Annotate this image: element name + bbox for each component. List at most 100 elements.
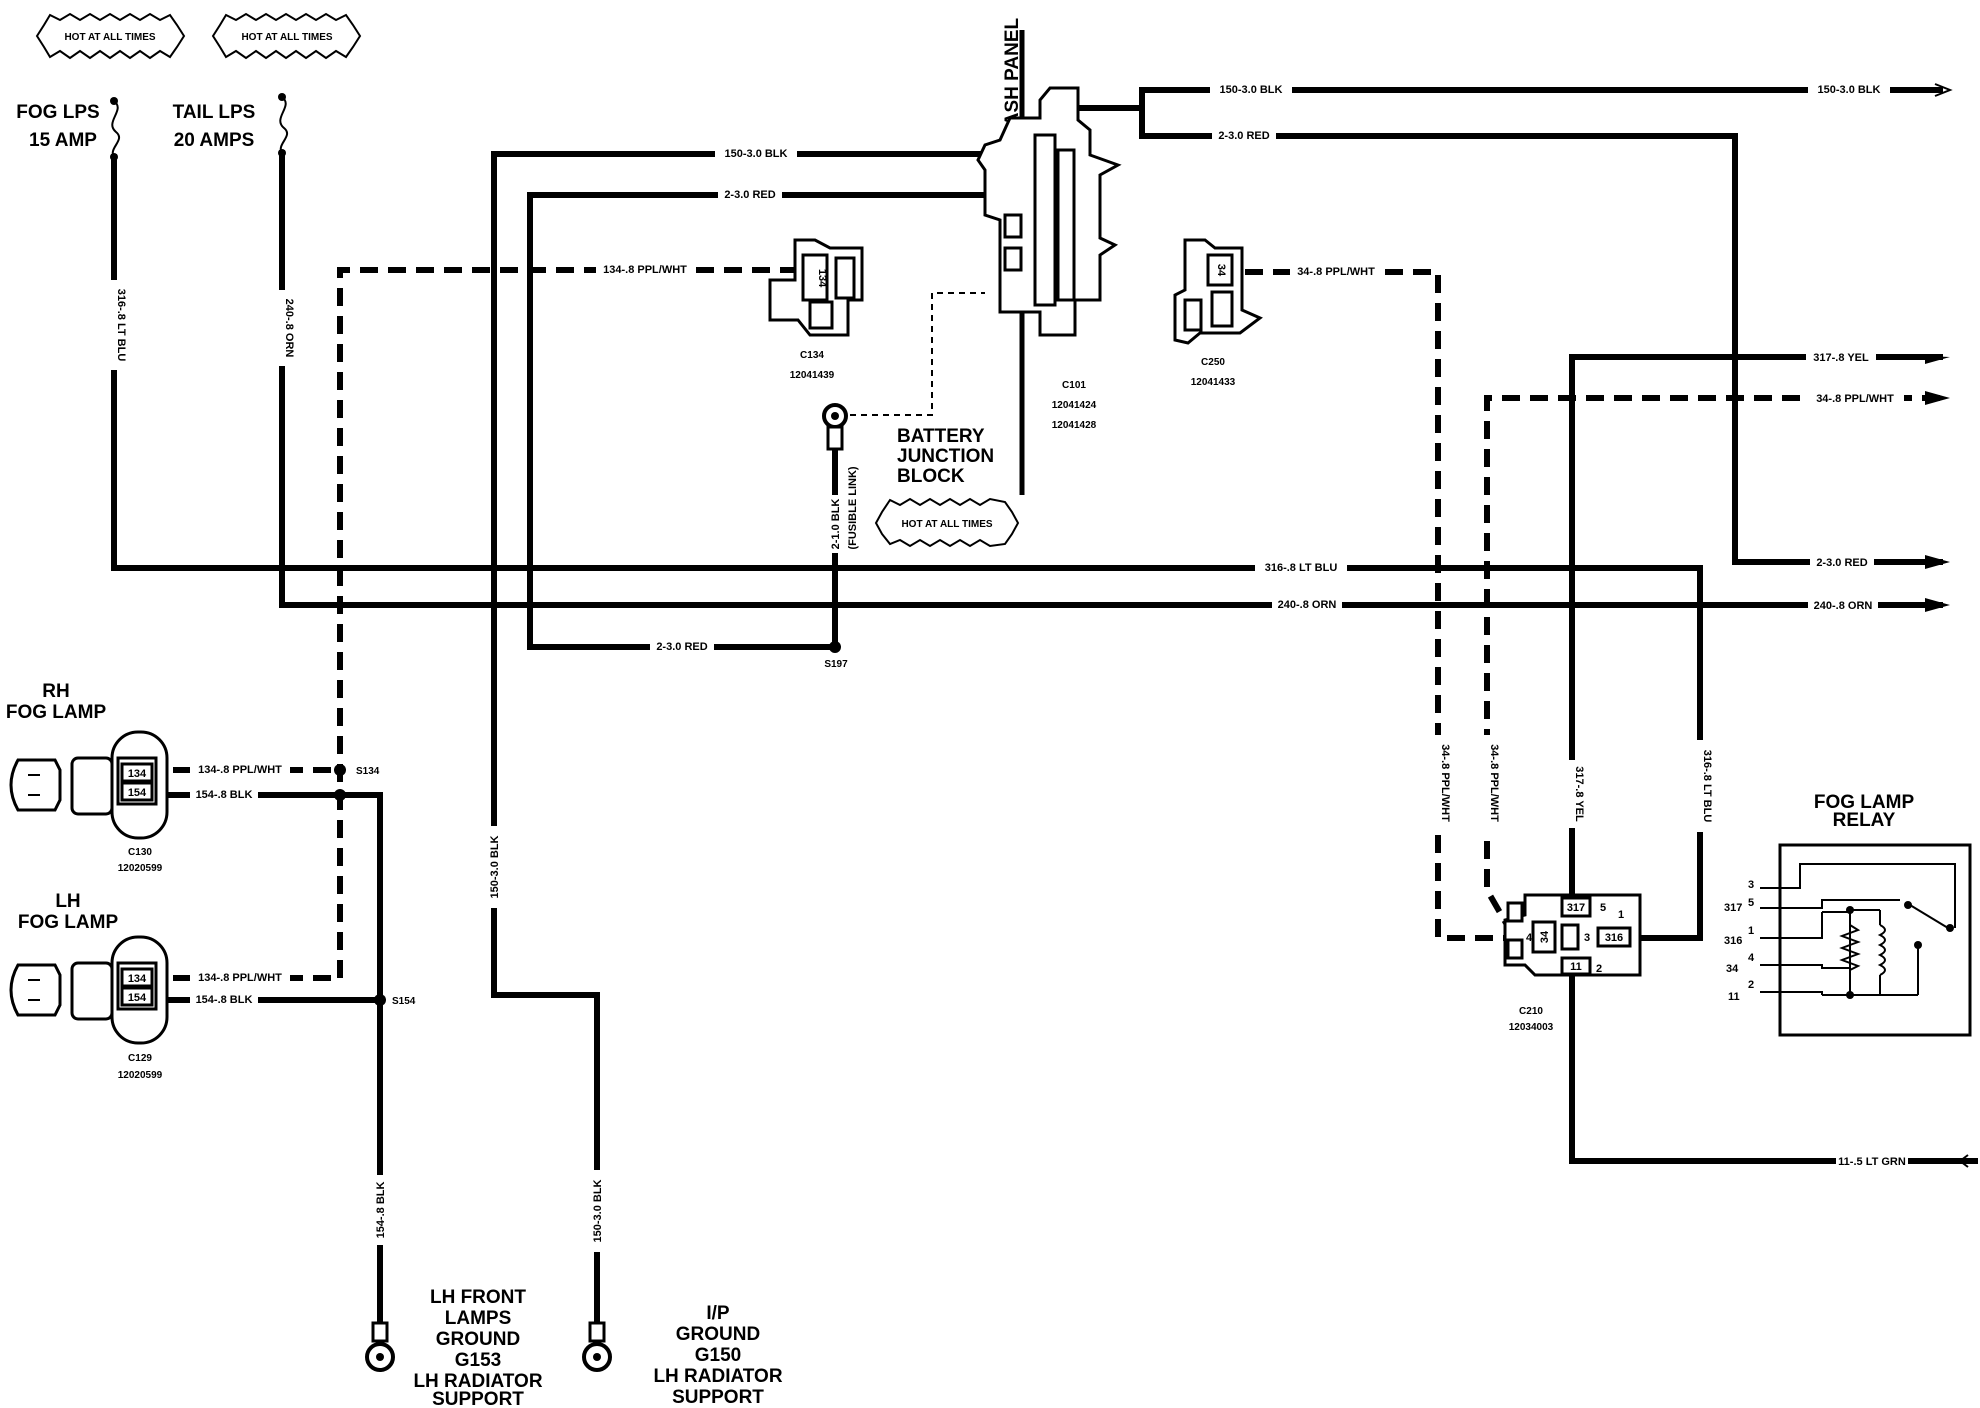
label-316-horiz: 316-.8 LT BLU	[1265, 562, 1338, 574]
s197-label: S197	[824, 659, 848, 670]
battery-ring-terminal	[822, 403, 848, 451]
wire-150-blk-left	[491, 151, 988, 1343]
splice-s134: S134	[334, 764, 380, 801]
fog-lamp-relay: FOG LAMP RELAY	[1724, 792, 1972, 1037]
fog-fuse: FOG LPS 15 AMP	[16, 97, 121, 161]
tail-fuse-rating: 20 AMPS	[174, 130, 255, 151]
ground-g150: I/P GROUND G150 LH RADIATOR SUPPORT	[582, 1303, 783, 1408]
hot-badge-tail-fuse: HOT AT ALL TIMES	[211, 12, 362, 60]
c210-part: 12034003	[1509, 1022, 1554, 1033]
rh-fog-lamp: RH FOG LAMP 134 154 C130 12020599	[6, 681, 169, 874]
c129-name: C129	[128, 1053, 152, 1064]
g153-line-2: LAMPS	[445, 1308, 512, 1329]
wire-labels: 150-3.0 BLK 2-3.0 RED 150-3.0 BLK 150-3.…	[107, 82, 1908, 1252]
g153-line-4: G153	[455, 1350, 501, 1371]
label-317-vert: 317-.8 YEL	[1573, 766, 1585, 822]
label-316-relay: 316-.8 LT BLU	[1701, 750, 1713, 823]
c210-pin-1: 1	[1618, 909, 1624, 921]
label-150-right-end: 150-3.0 BLK	[1818, 84, 1881, 96]
label-317-right: 317-.8 YEL	[1813, 352, 1869, 364]
c250-name: C250	[1201, 357, 1225, 368]
label-2-top-right: 2-3.0 RED	[1218, 130, 1269, 142]
fog-fuse-name: FOG LPS	[16, 102, 99, 123]
label-154-lh: 154-.8 BLK	[196, 994, 253, 1006]
c134-name: C134	[800, 350, 824, 361]
hot-badge-fog-fuse: HOT AT ALL TIMES	[35, 12, 186, 60]
label-150-ground: 150-3.0 BLK	[592, 1179, 604, 1242]
wire-316-lt-blu	[111, 154, 1703, 941]
c210-pin-317: 317	[1567, 902, 1585, 914]
lh-lamp-line-1: LH	[55, 891, 80, 912]
wire-154-blk	[142, 792, 383, 1343]
label-11: 11-.5 LT GRN	[1838, 1156, 1906, 1168]
wire-34-ppl-wht-b	[1484, 395, 1940, 932]
battery-line-2: JUNCTION	[897, 446, 994, 467]
lh-fog-lamp: LH FOG LAMP 134 154 C129 12020599	[9, 891, 169, 1081]
right-arrows	[1925, 83, 1969, 1168]
label-2-right: 2-3.0 RED	[1816, 557, 1867, 569]
label-34-b: 34-.8 PPL/WHT	[1488, 744, 1500, 822]
label-240-right: 240-.8 ORN	[1814, 600, 1873, 612]
tail-fuse: TAIL LPS 20 AMPS	[173, 93, 289, 157]
c210-pin-2: 2	[1596, 963, 1602, 975]
label-154-ground: 154-.8 BLK	[375, 1182, 387, 1239]
c210-pin-4: 4	[1526, 932, 1533, 944]
c130-pin-2: 154	[128, 787, 147, 799]
c129-part: 12020599	[118, 1070, 163, 1081]
rh-lamp-line-1: RH	[42, 681, 69, 702]
label-150-top-left: 150-3.0 BLK	[725, 148, 788, 160]
c129-pin-1: 134	[128, 973, 147, 985]
c134-connector: 134 C134 12041439	[768, 238, 864, 381]
c130-pin-1: 134	[128, 768, 147, 780]
g150-line-3: G150	[695, 1345, 741, 1366]
hot-text-battery: HOT AT ALL TIMES	[901, 519, 992, 530]
c250-part: 12041433	[1191, 377, 1236, 388]
hot-badge-battery: HOT AT ALL TIMES	[874, 497, 1020, 548]
c210-connector: 317 5 34 4 3 316 1 11 2 C210 12034003	[1503, 893, 1642, 1033]
hot-text-tail: HOT AT ALL TIMES	[241, 32, 332, 43]
tail-fuse-name: TAIL LPS	[173, 102, 256, 123]
c101-part-1: 12041424	[1052, 400, 1097, 411]
relay-pin-2: 2	[1748, 979, 1754, 991]
label-2-top-left: 2-3.0 RED	[724, 189, 775, 201]
relay-circuit-34: 34	[1726, 963, 1739, 975]
splice-s154: S154	[374, 994, 416, 1007]
battery-line-1: BATTERY	[897, 426, 985, 447]
g150-line-4: LH RADIATOR	[653, 1366, 782, 1387]
dash-panel-label: DASH PANEL	[1002, 18, 1023, 140]
c210-pin-34: 34	[1539, 930, 1551, 943]
label-2-s197: 2-3.0 RED	[656, 641, 707, 653]
c210-pin-5: 5	[1600, 902, 1606, 914]
label-154-rh: 154-.8 BLK	[196, 789, 253, 801]
relay-title-1: FOG LAMP	[1814, 792, 1915, 813]
battery-junction-block-label: BATTERY JUNCTION BLOCK	[897, 426, 994, 487]
label-134-lh: 134-.8 PPL/WHT	[198, 972, 282, 984]
relay-pin-3: 3	[1748, 879, 1754, 891]
relay-title-2: RELAY	[1833, 810, 1896, 831]
c101-connector: C101 12041424 12041428	[976, 86, 1122, 431]
wire-134-ppl-wht	[337, 267, 795, 978]
c101-part-2: 12041428	[1052, 420, 1097, 431]
label-34-top: 34-.8 PPL/WHT	[1297, 266, 1375, 278]
c250-pin: 34	[1215, 264, 1227, 277]
c210-pin-3: 3	[1584, 932, 1590, 944]
battery-line-3: BLOCK	[897, 466, 965, 487]
ground-g153: LH FRONT LAMPS GROUND G153 LH RADIATOR S…	[365, 1287, 543, 1408]
c134-pin: 134	[816, 269, 828, 288]
label-240-vert: 240-.8 ORN	[283, 299, 295, 358]
g150-line-2: GROUND	[676, 1324, 760, 1345]
relay-pin-1: 1	[1748, 925, 1754, 937]
hot-text-fog: HOT AT ALL TIMES	[64, 32, 155, 43]
relay-circuit-317: 317	[1724, 902, 1742, 914]
c210-pin-11: 11	[1570, 961, 1582, 973]
relay-circuit-11: 11	[1728, 991, 1740, 1003]
relay-box	[1778, 843, 1972, 1037]
battery-feed-line	[850, 292, 985, 416]
g150-line-5: SUPPORT	[672, 1387, 764, 1408]
g153-line-3: GROUND	[436, 1329, 520, 1350]
label-150-vert: 150-3.0 BLK	[489, 835, 501, 898]
relay-pin-5: 5	[1748, 897, 1754, 909]
label-316-vert: 316-.8 LT BLU	[115, 289, 127, 362]
g150-line-1: I/P	[706, 1303, 730, 1324]
c134-part: 12041439	[790, 370, 835, 381]
